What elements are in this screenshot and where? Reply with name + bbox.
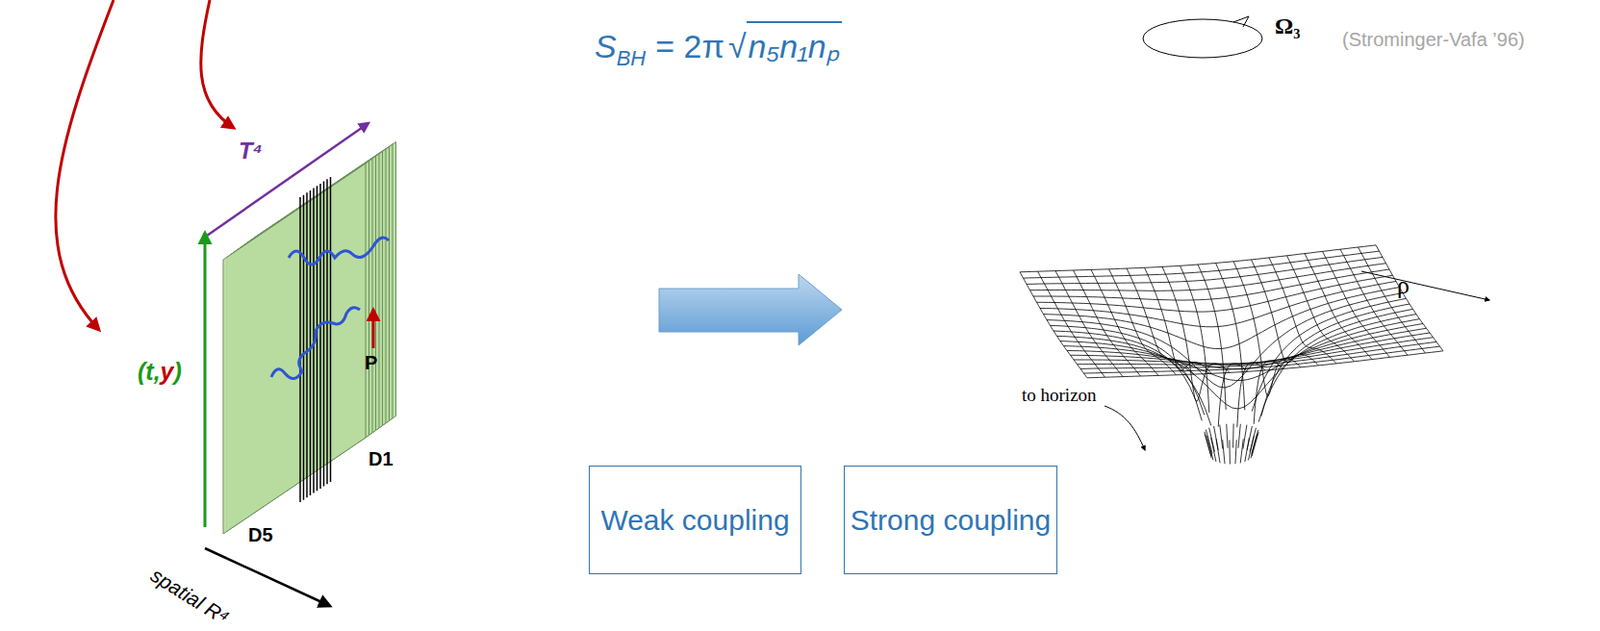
axis-label: (t,y): [137, 357, 182, 386]
radial-arrow: [1361, 271, 1490, 301]
pointer-curve: [201, 0, 234, 128]
grid-line: [1037, 275, 1394, 312]
grid-line: [1057, 335, 1212, 426]
brane-label: D5: [248, 524, 274, 547]
d1-strand: [330, 177, 332, 483]
d1-strand: [319, 183, 322, 489]
citation: (Strominger-Vafa ’96): [1342, 28, 1525, 51]
d5-stack: [223, 142, 397, 535]
grid-line: [1233, 261, 1301, 397]
throat-line: [1219, 425, 1223, 450]
grid-line: [1040, 281, 1397, 328]
formula-radicand: n₅n₁nₚ: [746, 21, 842, 68]
grid-line: [1375, 245, 1444, 352]
throat-line: [1207, 435, 1214, 460]
grid-line: [1216, 263, 1245, 411]
box-text: Weak coupling: [600, 503, 789, 538]
grid-line: [1287, 255, 1355, 362]
grid-line: [1340, 249, 1408, 356]
throat-line: [1209, 428, 1216, 453]
d1-strand: [299, 197, 302, 503]
d1-strand: [326, 178, 329, 484]
space-arrow: [204, 548, 331, 607]
throat-line: [1243, 425, 1247, 450]
throat-line: [1235, 439, 1237, 464]
time-arrow: [203, 232, 207, 528]
grid-line: [1358, 247, 1426, 354]
throat-line: [1222, 439, 1225, 464]
d1-strand: [309, 190, 312, 496]
throat-line: [1205, 430, 1213, 455]
grid-line: [1144, 267, 1213, 374]
axis-part: (t,: [137, 357, 161, 386]
grid-line: [1055, 271, 1123, 378]
momentum-label: P: [364, 352, 378, 375]
torus-label: T⁴: [238, 137, 263, 165]
radical-sign: √: [728, 27, 747, 66]
grid-line: [1033, 269, 1390, 301]
momentum-arrow: [372, 309, 376, 349]
label-box: Strong coupling: [843, 465, 1058, 575]
grid-line: [1197, 264, 1226, 410]
throat-line: [1238, 424, 1241, 449]
rotation-head: [1233, 16, 1249, 27]
grid-line: [1053, 330, 1202, 421]
grid-line: [1080, 341, 1437, 369]
grid-line: [1084, 346, 1441, 374]
grid-line: [1060, 314, 1417, 409]
grid-line: [1126, 268, 1194, 375]
throat-line: [1251, 431, 1259, 457]
throat-line: [1249, 428, 1256, 453]
big-arrow: [659, 274, 842, 346]
formula-subscript: BH: [616, 46, 647, 72]
throat-line: [1232, 423, 1235, 448]
throat-line: [1228, 440, 1231, 465]
box-text: Strong coupling: [850, 503, 1051, 538]
grid-line: [1180, 265, 1210, 413]
pointer-curve: [55, 0, 114, 331]
grid-line: [1251, 259, 1320, 366]
grid-line: [1046, 293, 1403, 388]
d1-strand: [305, 192, 308, 498]
grid-line: [1087, 351, 1444, 379]
grid-line: [1066, 324, 1423, 370]
grid-line: [1019, 272, 1088, 379]
throat-line: [1214, 426, 1220, 451]
axis-part: y: [160, 357, 175, 386]
grid-line: [1109, 269, 1177, 376]
grid-line: [1322, 251, 1391, 357]
leader-line: [1104, 406, 1145, 451]
throat-line: [1211, 437, 1217, 462]
d1-strand: [303, 195, 305, 501]
open-string: [288, 237, 389, 265]
formula: SBH= 2π√n₅n₁nₚ: [594, 21, 842, 68]
grid-line: [1269, 257, 1337, 364]
radial-label: ρ: [1396, 271, 1410, 301]
space-label: spatial R⁴: [146, 563, 233, 631]
funnel-grid: [1019, 245, 1444, 465]
grid-line: [1038, 271, 1106, 378]
d1-strand: [323, 181, 326, 487]
d5-plane: [223, 163, 366, 534]
horizon-label: to horizon: [1021, 384, 1097, 407]
sphere-label: Ω₃: [1274, 13, 1300, 41]
label-box: Weak coupling: [588, 465, 802, 575]
formula-part: = 2π: [655, 27, 725, 66]
grid-line: [1064, 319, 1421, 381]
open-string: [271, 307, 360, 380]
axis-part: ): [174, 357, 182, 386]
throat-line: [1240, 438, 1244, 463]
throat-line: [1226, 424, 1228, 449]
brane-label: D1: [368, 448, 394, 471]
throat-line: [1204, 431, 1212, 457]
formula-symbol: S: [594, 27, 617, 66]
grid-line: [1077, 337, 1434, 366]
grid-line: [1304, 253, 1372, 360]
grid-line: [1030, 263, 1387, 292]
